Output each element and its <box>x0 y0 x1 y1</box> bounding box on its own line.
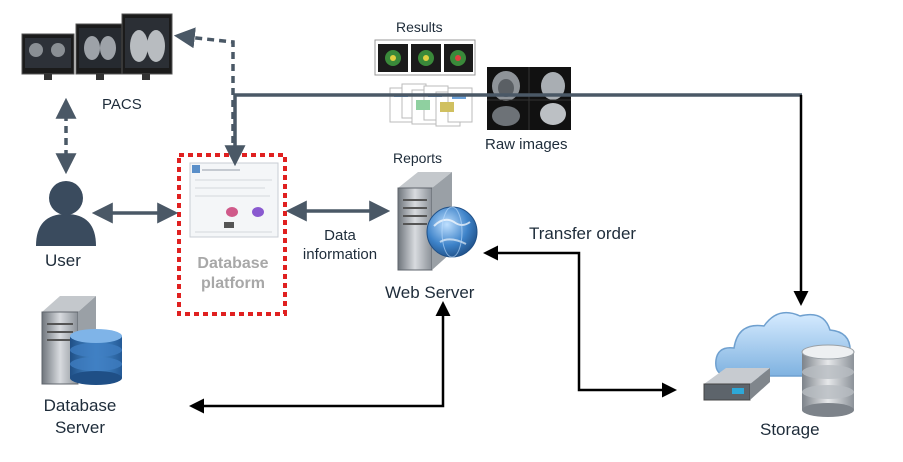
storage-icon <box>703 311 855 417</box>
transfer-order-label: Transfer order <box>529 224 637 243</box>
pacs-monitors-icon <box>21 13 173 80</box>
user-icon <box>36 181 96 246</box>
web-server-icon <box>397 172 478 271</box>
user-label: User <box>45 251 81 270</box>
data-information-label-line2: information <box>302 246 378 263</box>
web-server-label: Web Server <box>385 283 475 302</box>
database-platform-box <box>177 153 287 316</box>
raw-images-label: Raw images <box>485 136 568 153</box>
data-information-label-line1: Data <box>324 227 356 244</box>
arrow-platform-pacs <box>173 27 235 155</box>
database-server-icon <box>41 296 122 385</box>
reports-label: Reports <box>393 150 443 166</box>
database-server-label-line2: Server <box>54 418 106 437</box>
results-label: Results <box>396 19 443 35</box>
arrow-dbserver-webserver <box>189 301 451 414</box>
database-server-label-line1: Database <box>43 396 117 415</box>
raw-images-thumbnails <box>487 67 571 130</box>
results-thumbnails <box>374 39 476 76</box>
storage-label: Storage <box>760 420 820 439</box>
database-platform-label-line1: Database <box>197 255 269 272</box>
database-platform-label-line2: platform <box>201 275 265 292</box>
arrow-transfer-order <box>483 245 677 398</box>
reports-thumbnails <box>389 83 473 127</box>
arrow-storage-platform <box>224 93 802 167</box>
pacs-label: PACS <box>102 96 142 113</box>
